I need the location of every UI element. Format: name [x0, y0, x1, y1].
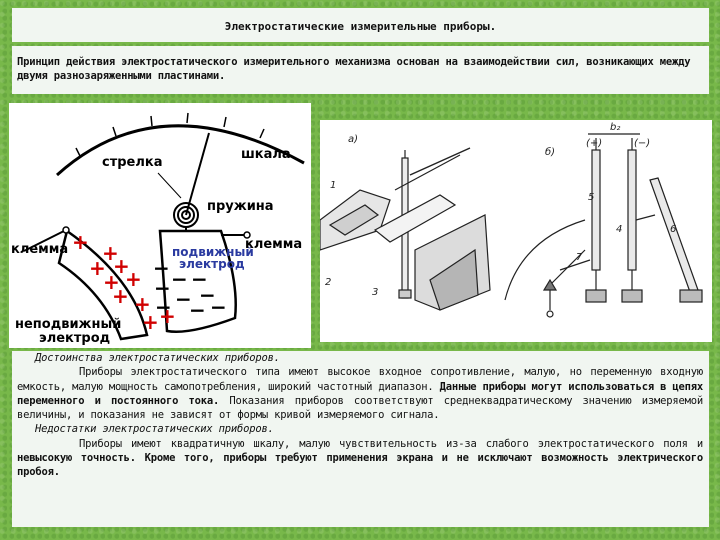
- intro-text: Принцип действия электростатического изм…: [17, 56, 691, 82]
- disadvantages-paragraph: Приборы имеют квадратичную шкалу, малую …: [17, 437, 703, 480]
- disadvantages-bold-text: невысокую точность. Кроме того, приборы …: [17, 452, 703, 479]
- svg-text:−: −: [171, 267, 188, 291]
- fig-a-label: а): [348, 134, 358, 145]
- moving-electrode: [158, 229, 237, 333]
- svg-text:+: +: [142, 310, 159, 334]
- fixed-electrode-label-2: электрод: [39, 331, 110, 346]
- minus-charges: − − − − − − − − −: [153, 256, 227, 322]
- spring-label: пружина: [207, 199, 274, 214]
- scale-arc: [55, 124, 305, 177]
- part-2-label: 2: [325, 277, 331, 288]
- plus-charges: + + + + + + + + + +: [72, 230, 176, 334]
- svg-text:−: −: [153, 256, 170, 280]
- part-5-label: 5: [588, 192, 594, 203]
- svg-text:+: +: [134, 292, 151, 316]
- svg-text:−: −: [154, 276, 171, 300]
- right-terminal-icon: [243, 231, 251, 239]
- svg-text:−: −: [199, 283, 216, 307]
- part-3-label: 3: [372, 287, 378, 298]
- fig-b-label: б): [545, 146, 555, 158]
- svg-text:+: +: [159, 304, 176, 328]
- part-7-label: 7: [576, 252, 583, 263]
- fixed-electrode-label-1: неподвижный: [15, 317, 121, 332]
- svg-text:+: +: [125, 267, 142, 291]
- svg-text:−: −: [189, 298, 206, 322]
- needle: [185, 132, 210, 216]
- left-terminal-label: клемма: [11, 242, 68, 257]
- advantages-heading: Достоинства электростатических приборов.: [35, 352, 280, 364]
- svg-text:−: −: [175, 287, 192, 311]
- intro-panel: Принцип действия электростатического изм…: [12, 46, 709, 94]
- fixed-electrode: [57, 228, 149, 341]
- disadvantages-heading: Недостатки электростатических приборов.: [35, 423, 274, 436]
- dimension-label: b₂: [610, 122, 620, 133]
- left-terminal-icon: [62, 226, 70, 234]
- svg-text:−: −: [210, 295, 227, 319]
- page-title: Электростатические измерительные приборы…: [224, 20, 497, 33]
- scale-label: шкала: [241, 147, 291, 162]
- svg-text:−: −: [191, 267, 208, 291]
- svg-text:+: +: [102, 241, 119, 265]
- terminal-plus-label: (+): [586, 138, 602, 149]
- advantages-bold-text: Данные приборы могут использоваться в це…: [17, 380, 703, 407]
- moving-electrode-label-1: подвижный: [172, 245, 254, 259]
- moving-electrode-label-2: электрод: [179, 257, 245, 271]
- advantages-text: Приборы электростатического типа имеют в…: [17, 366, 703, 393]
- title-panel: Электростатические измерительные приборы…: [12, 8, 709, 42]
- svg-text:+: +: [103, 270, 120, 294]
- needle-label: стрелка: [102, 155, 162, 170]
- svg-text:+: +: [89, 256, 106, 280]
- scale-ticks: [75, 112, 265, 157]
- part-4-label: 4: [616, 224, 622, 235]
- part-6-label: 6: [670, 224, 676, 235]
- technical-drawings: а) б) 1 2 3 4 5 6 7 b₂ (+) (−): [319, 120, 712, 342]
- right-terminal-label: клемма: [245, 237, 302, 252]
- disadvantages-text: Приборы имеют квадратичную шкалу, малую …: [79, 437, 703, 450]
- svg-text:+: +: [113, 254, 130, 278]
- properties-panel: Достоинства электростатических приборов.…: [12, 351, 709, 527]
- svg-text:−: −: [155, 295, 172, 319]
- part-1-label: 1: [330, 180, 336, 191]
- svg-text:+: +: [112, 284, 129, 308]
- svg-text:+: +: [72, 230, 89, 254]
- advantages-paragraph: Приборы электростатического типа имеют в…: [17, 365, 703, 422]
- advantages-tail-text: Показания приборов соответствуют среднек…: [17, 394, 703, 422]
- terminal-minus-label: (−): [634, 138, 650, 149]
- electrostatic-mechanism-diagram: стрелка шкала пружина подвижный электрод…: [9, 103, 311, 348]
